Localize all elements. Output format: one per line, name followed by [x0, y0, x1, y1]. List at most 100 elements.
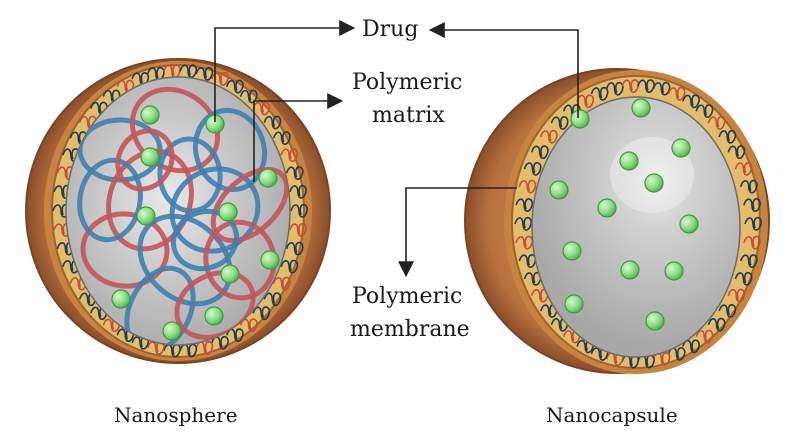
polymer-coil-icon: [195, 66, 214, 81]
polymer-coil-icon: [667, 86, 686, 101]
drug-particle-icon: [258, 168, 278, 188]
drug-particle-icon: [140, 147, 160, 167]
drug-particle-icon: [260, 250, 280, 270]
drug-particle-icon: [220, 264, 240, 284]
polymer-coil-icon: [518, 179, 537, 194]
polymer-coil-icon: [707, 317, 726, 332]
polymer-coil-icon: [707, 116, 726, 130]
nanocapsule-core: [531, 96, 741, 358]
polymeric-matrix-label-line1: Polymeric: [352, 70, 462, 95]
polymer-coil-icon: [743, 235, 761, 250]
drug-particle-icon: [620, 260, 640, 280]
polymer-coil-icon: [52, 203, 70, 218]
drug-particle-icon: [645, 311, 665, 331]
polymer-coil-icon: [289, 184, 307, 199]
polymer-coil-icon: [272, 131, 291, 146]
polymer-coil-icon: [695, 329, 714, 344]
polymer-coil-icon: [523, 161, 542, 176]
polymer-coil-icon: [576, 94, 595, 109]
polymer-coil-icon: [239, 318, 258, 333]
polymer-coil-icon: [211, 72, 229, 86]
polymer-coil-icon: [637, 79, 655, 94]
polymeric-membrane-label-line1: Polymeric: [352, 284, 462, 309]
drug-particle-icon: [664, 261, 684, 281]
nanosphere-illustration: [25, 58, 331, 364]
matrix-arrow: [253, 93, 344, 182]
polymer-coil-icon: [605, 81, 624, 96]
drug-particle-icon: [564, 294, 584, 314]
polymer-coil-icon: [727, 288, 746, 303]
polymer-coil-icon: [225, 79, 244, 94]
polymer-coil-icon: [590, 86, 609, 101]
drug-particle-icon: [644, 173, 664, 193]
drug-particle-icon: [140, 105, 160, 125]
polymer-coil-icon: [621, 79, 640, 94]
drug-particle-icon: [204, 306, 224, 326]
drug-particle-icon: [679, 214, 699, 234]
polymer-coil-icon: [743, 198, 761, 212]
drug-particle-icon: [570, 109, 590, 129]
drug-particle-icon: [549, 180, 569, 200]
drug-particle-icon: [111, 289, 131, 309]
polymer-coil-icon: [540, 129, 558, 144]
polymer-coil-icon: [272, 276, 291, 291]
polymer-coil-icon: [515, 198, 534, 212]
polymeric-matrix-fibers: [77, 86, 290, 345]
drug-particle-icon: [562, 241, 582, 261]
nanosphere-caption: Nanosphere: [114, 403, 238, 427]
polymer-coil-icon: [739, 254, 758, 269]
polymer-coil-icon: [523, 271, 542, 286]
nanocapsule-drug-particles: [549, 98, 699, 331]
polymer-coil-icon: [652, 81, 671, 96]
polymer-coil-icon: [682, 94, 700, 109]
polymer-fiber: [193, 107, 267, 193]
polymer-coil-icon: [718, 129, 737, 144]
membrane-arrow: [398, 187, 517, 278]
polymer-coil-icon: [290, 203, 308, 218]
polymer-fiber: [171, 208, 239, 272]
polymer-coil-icon: [695, 104, 714, 119]
polymer-coil-icon: [53, 184, 72, 199]
polymer-coil-icon: [727, 145, 746, 160]
callout-lines: [214, 20, 579, 278]
polymer-coil-icon: [515, 235, 534, 250]
polymer-coil-icon: [550, 116, 569, 130]
polymeric-membrane-label-line2: membrane: [350, 317, 470, 342]
drug-arrow-right: [428, 22, 579, 118]
drug-particle-icon: [136, 206, 156, 226]
drug-particle-icon: [619, 151, 639, 171]
nanocapsule-caption: Nanocapsule: [546, 403, 678, 427]
polymer-coil-icon: [734, 161, 753, 176]
polymer-coil-icon: [285, 166, 304, 180]
polymer-coil-icon: [518, 254, 537, 269]
polymer-coil-icon: [739, 179, 758, 194]
polymer-coil-icon: [734, 271, 753, 286]
polymer-coil-icon: [718, 304, 737, 318]
polymer-fiber: [124, 265, 196, 345]
drug-arrow-left: [214, 20, 356, 122]
nanocapsule-membrane-coils: [514, 79, 762, 369]
polymer-coil-icon: [263, 115, 282, 130]
polymer-fiber: [115, 128, 175, 192]
drug-label: Drug: [362, 17, 418, 42]
drug-particle-icon: [218, 202, 238, 222]
polymer-coil-icon: [530, 145, 549, 160]
polymer-coil-icon: [285, 241, 304, 256]
drug-particle-icon: [162, 321, 182, 341]
polymer-coil-icon: [252, 306, 271, 321]
polymer-coil-icon: [514, 216, 532, 231]
polymer-fiber: [210, 166, 290, 244]
polymer-coil-icon: [263, 292, 282, 307]
polymeric-matrix-label-line2: matrix: [372, 103, 445, 128]
drug-particle-icon: [597, 198, 617, 218]
polymer-fiber: [157, 136, 223, 214]
drug-particle-icon: [631, 98, 651, 118]
polymer-coil-icon: [289, 223, 307, 237]
polymer-fiber: [80, 211, 170, 289]
polymer-coil-icon: [280, 259, 299, 274]
polymer-coil-icon: [280, 148, 299, 162]
drug-particle-icon: [671, 138, 691, 158]
polymer-coil-icon: [744, 216, 762, 231]
nanosphere-drug-particles: [111, 105, 280, 341]
